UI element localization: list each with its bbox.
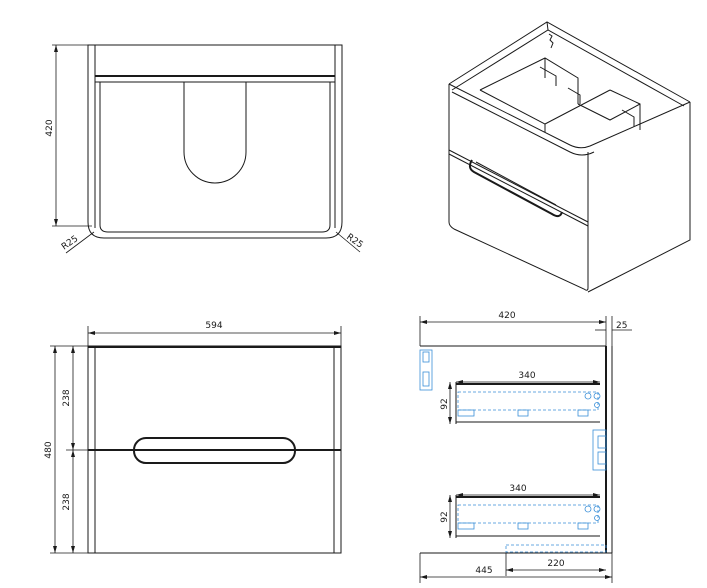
lower-runner-rail [457, 504, 599, 524]
upper-gap-label: 92 [440, 398, 450, 409]
radius-right-label: R25 [344, 232, 364, 250]
upper-runner-label: 340 [518, 371, 535, 381]
wall-bracket [592, 429, 607, 471]
bottom-inner-label: 220 [547, 559, 564, 569]
base-rail [505, 544, 607, 553]
top-view-outline [87, 44, 343, 239]
top-view: 420 R25 R25 [45, 44, 365, 254]
front-view-width-label: 594 [205, 321, 222, 331]
front-handle [133, 437, 296, 464]
hinge-bracket-top [419, 349, 433, 391]
front-view: 594 480 238 238 [44, 321, 342, 554]
bottom-total-label: 445 [475, 566, 492, 576]
siphon-cutout [183, 82, 247, 184]
iso-right-side [587, 102, 691, 293]
side-view-offset-label: 25 [616, 321, 627, 331]
front-view-height-label: 480 [44, 441, 54, 458]
upper-runner-rail [457, 391, 599, 411]
lower-gap-label: 92 [440, 511, 450, 522]
side-view-depth-label: 420 [498, 311, 515, 321]
side-view: 420 25 340 92 [419, 311, 632, 583]
top-view-depth-label: 420 [45, 119, 55, 136]
isometric-view [448, 21, 691, 293]
lower-drawer-label: 238 [62, 493, 72, 510]
upper-drawer-label: 238 [62, 389, 72, 406]
iso-handle [468, 159, 563, 218]
iso-front-face [448, 84, 589, 291]
lower-runner-label: 340 [509, 484, 526, 494]
